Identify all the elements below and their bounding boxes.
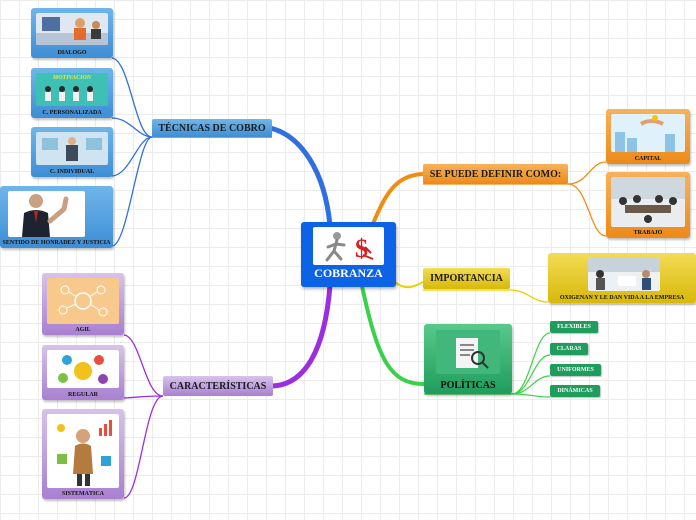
card-c-individual[interactable]: C. INDIVIDUAL (31, 127, 113, 177)
topic-se-puede-definir[interactable]: SE PUEDE DEFINIR COMO: (423, 164, 568, 184)
card-regular[interactable]: REGULAR (42, 345, 124, 400)
dialogo-image (36, 13, 108, 45)
card-trabajo[interactable]: TRABAJO (606, 172, 690, 238)
central-label: COBRANZA (314, 266, 383, 280)
dialogo-label: DIALOGO (57, 50, 87, 56)
trabajo-label: TRABAJO (633, 230, 663, 236)
capital-image (611, 114, 685, 152)
honradez-image (8, 191, 85, 237)
leaf-claras[interactable]: CLARAS (550, 343, 588, 355)
link-politicas (360, 284, 426, 386)
leaf-flexibles[interactable]: FLEXIBLES (550, 321, 598, 333)
card-agil[interactable]: ÁGIL (42, 273, 124, 335)
honradez-label: SENTIDO DE HONRADEZ Y JUSTICIA (2, 240, 111, 246)
card-c-personalizada[interactable]: MOTIVACION C. PERSONALIZADA (31, 68, 113, 118)
leaf-dinamicas[interactable]: DINÁMICAS (550, 385, 600, 397)
regular-image (47, 350, 119, 388)
regular-label: REGULAR (67, 392, 98, 398)
c-individual-image (36, 132, 108, 165)
card-oxigenan[interactable]: OXIGENAN Y LE DAN VIDA A LA EMPRESA (548, 253, 696, 303)
leaf-uniformes[interactable]: UNIFORMES (550, 364, 601, 376)
central-image: $ (313, 227, 384, 265)
oxigenan-label: OXIGENAN Y LE DAN VIDA A LA EMPRESA (559, 295, 685, 301)
sistematica-label: SISTEMÁTICA (61, 491, 104, 497)
oxigenan-image (588, 258, 660, 291)
topic-importancia[interactable]: IMPORTANCIA (423, 268, 510, 289)
topic-politicas[interactable]: POLÍTICAS (424, 324, 512, 394)
capital-label: CAPITAL (634, 156, 662, 162)
central-topic[interactable]: $ COBRANZA (301, 222, 396, 287)
trabajo-image (611, 177, 685, 227)
topic-caracteristicas[interactable]: CARACTERÍSTICAS (163, 376, 273, 396)
agil-label: ÁGIL (75, 327, 91, 333)
link-definir (370, 172, 425, 228)
c-individual-label: C. INDIVIDUAL (49, 169, 95, 175)
link-caracteristicas (269, 282, 333, 389)
runner-dollar-icon: $ (325, 232, 374, 263)
card-capital[interactable]: CAPITAL (606, 109, 690, 164)
politicas-label: POLÍTICAS (440, 380, 496, 391)
c-personalizada-label: C. PERSONALIZADA (42, 110, 102, 116)
agil-image (47, 278, 119, 324)
sistematica-image (47, 414, 119, 488)
topic-tecnicas-de-cobro[interactable]: TÉCNICAS DE COBRO (152, 119, 272, 137)
motivacion-text: MOTIVACION (52, 75, 92, 81)
card-sistematica[interactable]: SISTEMÁTICA (42, 409, 124, 499)
c-personalizada-image: MOTIVACION (36, 73, 108, 106)
card-dialogo[interactable]: DIALOGO (31, 8, 113, 58)
politicas-image (436, 330, 500, 374)
link-importancia (394, 281, 424, 289)
link-tecnicas (267, 125, 333, 229)
card-sentido-honradez[interactable]: SENTIDO DE HONRADEZ Y JUSTICIA (0, 186, 113, 248)
